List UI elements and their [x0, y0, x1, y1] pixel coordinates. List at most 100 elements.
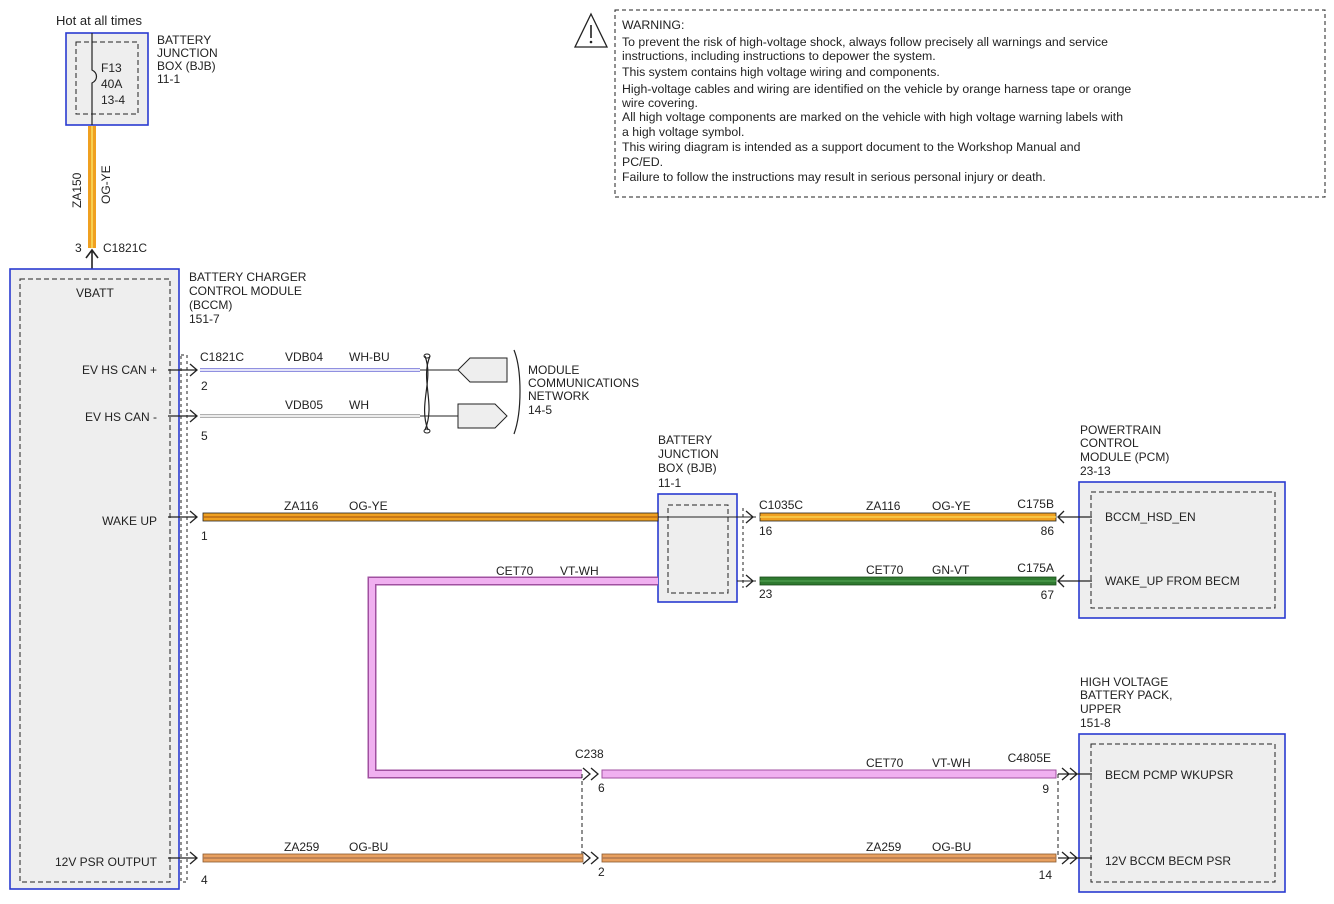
warning-line-4: This system contains high voltage wiring… [622, 65, 940, 79]
can-plus-circuit: VDB04 [285, 350, 323, 364]
wire-cet70-vt-wh [369, 578, 658, 777]
network-title-1: MODULE [528, 363, 579, 377]
warning-line-8: a high voltage symbol. [622, 125, 744, 139]
connector-arrow-icon [745, 574, 754, 588]
top-bjb-box [65, 32, 149, 126]
pcm-title-2: CONTROL [1080, 436, 1139, 450]
hv-wake-color: VT-WH [932, 756, 971, 770]
connector-arrow-icon [1058, 767, 1092, 781]
twisted-pair-icon [423, 353, 431, 434]
network-connector-icon [457, 403, 508, 429]
wire-cet70-hv [601, 769, 1057, 779]
feed-pin: 3 [75, 241, 82, 255]
cet-right-color: GN-VT [932, 563, 970, 577]
hv-wake-connector: C4805E [1008, 751, 1051, 765]
warning-line-7: All high voltage components are marked o… [622, 110, 1123, 124]
mid-bjb-title-2: JUNCTION [658, 447, 719, 461]
bccm-title-1: BATTERY CHARGER [189, 270, 307, 284]
hv-pin-wkupsr: BECM PCMP WKUPSR [1105, 768, 1234, 782]
top-bjb-title-2: JUNCTION [157, 46, 218, 60]
warning-line-1: WARNING: [622, 18, 684, 32]
psr-right-circuit: ZA259 [866, 840, 902, 854]
c238-pin-top: 6 [598, 781, 605, 795]
fuse-rating: 40A [101, 77, 122, 91]
mid-bjb-title-4: 11-1 [658, 476, 681, 490]
top-bjb-title-1: BATTERY [157, 33, 211, 47]
top-bjb-title-3: BOX (BJB) [157, 59, 216, 73]
wake-right-connector: C1035C [759, 498, 803, 512]
can-connector: C1821C [200, 350, 244, 364]
hv-wake-circuit: CET70 [866, 756, 904, 770]
warning-box: WARNING: To prevent the risk of high-vol… [573, 9, 1326, 198]
hv-pack-box [1078, 733, 1286, 893]
feed-color: OG-YE [99, 165, 113, 204]
mid-bjb-box [657, 493, 738, 603]
wake-pcm-pin: 86 [1041, 524, 1055, 538]
hv-battery-pack: HIGH VOLTAGE BATTERY PACK, UPPER 151-8 B… [1058, 675, 1286, 893]
connector-arrow-icon [168, 409, 198, 423]
hv-wake-wire: CET70 VT-WH C4805E 9 [601, 751, 1059, 858]
pcm-pin-hsd: BCCM_HSD_EN [1105, 510, 1196, 524]
c238-connector: C238 6 2 [575, 747, 605, 879]
fuse-icon [91, 33, 98, 125]
network-bracket [513, 349, 521, 435]
bccm-title-2: CONTROL MODULE [189, 284, 302, 298]
hv-title-1: HIGH VOLTAGE [1080, 675, 1168, 689]
hv-pin-psr: 12V BCCM BECM PSR [1105, 854, 1231, 868]
connector-arrow-icon [168, 510, 198, 524]
connector-arrow-icon [168, 851, 198, 865]
bccm-pin-arrows [168, 363, 198, 865]
bccm-pin-can-plus: EV HS CAN + [82, 363, 157, 377]
hv-title-4: 151-8 [1080, 716, 1111, 730]
wake-right-circuit: ZA116 [866, 499, 901, 513]
connector-arrow-icon [1057, 574, 1092, 588]
warning-line-10: PC/ED. [622, 155, 663, 169]
connector-arrow-icon [168, 363, 198, 377]
cet-wire: CET70 VT-WH 23 CET70 GN-VT C175A 67 [367, 561, 1057, 779]
psr-left-circuit: ZA259 [284, 840, 320, 854]
wake-pcm-connector: C175B [1017, 497, 1054, 511]
psr-right-pin: 14 [1039, 868, 1053, 882]
hv-wake-pin: 9 [1042, 782, 1049, 796]
pcm-title-3: MODULE (PCM) [1080, 450, 1169, 464]
psr-left-color: OG-BU [349, 840, 388, 854]
warning-line-5: High-voltage cables and wiring are ident… [622, 82, 1131, 96]
network-connector-icon [457, 357, 508, 383]
network-title-4: 14-5 [528, 403, 552, 417]
pcm-title-4: 23-13 [1080, 464, 1111, 478]
warning-line-11: Failure to follow the instructions may r… [622, 170, 1046, 184]
connector-arrow-icon [1057, 510, 1092, 524]
cet-pcm-connector: C175A [1017, 561, 1054, 575]
hv-title-3: UPPER [1080, 702, 1122, 716]
warning-line-3: instructions, including instructions to … [622, 49, 936, 63]
warning-line-9: This wiring diagram is intended as a sup… [622, 140, 1081, 154]
connector-arrow-icon [85, 248, 99, 270]
pcm-module: POWERTRAIN CONTROL MODULE (PCM) 23-13 BC… [1057, 423, 1286, 619]
bccm-title-3: (BCCM) [189, 298, 232, 312]
cet-left-circuit: CET70 [496, 564, 534, 578]
top-bjb: Hot at all times F13 40A 13-4 BATTERY JU… [56, 13, 218, 126]
wake-right-color: OG-YE [932, 499, 971, 513]
psr-wire: ZA259 OG-BU 4 ZA259 OG-BU 14 [201, 840, 1057, 887]
wake-left-pin: 1 [201, 529, 208, 543]
hv-title-2: BATTERY PACK, [1080, 688, 1172, 702]
fuse-ref: 13-4 [101, 93, 125, 107]
cet-right-pin: 23 [759, 587, 773, 601]
can-plus-pin: 2 [201, 379, 208, 393]
bccm-module: VBATT EV HS CAN + EV HS CAN - WAKE UP 12… [9, 268, 307, 890]
connector-arrow-icon [582, 851, 599, 865]
feed-connector: C1821C [103, 241, 147, 255]
bccm-connector-shell [180, 354, 188, 883]
network-title-2: COMMUNICATIONS [528, 376, 639, 390]
bccm-pin-can-minus: EV HS CAN - [85, 410, 157, 424]
pcm-title-1: POWERTRAIN [1080, 423, 1161, 437]
cet-left-color: VT-WH [560, 564, 599, 578]
hot-at-all-times-label: Hot at all times [56, 13, 142, 28]
top-bjb-title-4: 11-1 [157, 72, 180, 86]
cet-right-circuit: CET70 [866, 563, 904, 577]
c238-pin-bottom: 2 [598, 865, 605, 879]
can-bus: C1821C VDB04 WH-BU 2 VDB05 WH 5 MODULE C… [200, 349, 639, 443]
c238-label: C238 [575, 747, 604, 761]
